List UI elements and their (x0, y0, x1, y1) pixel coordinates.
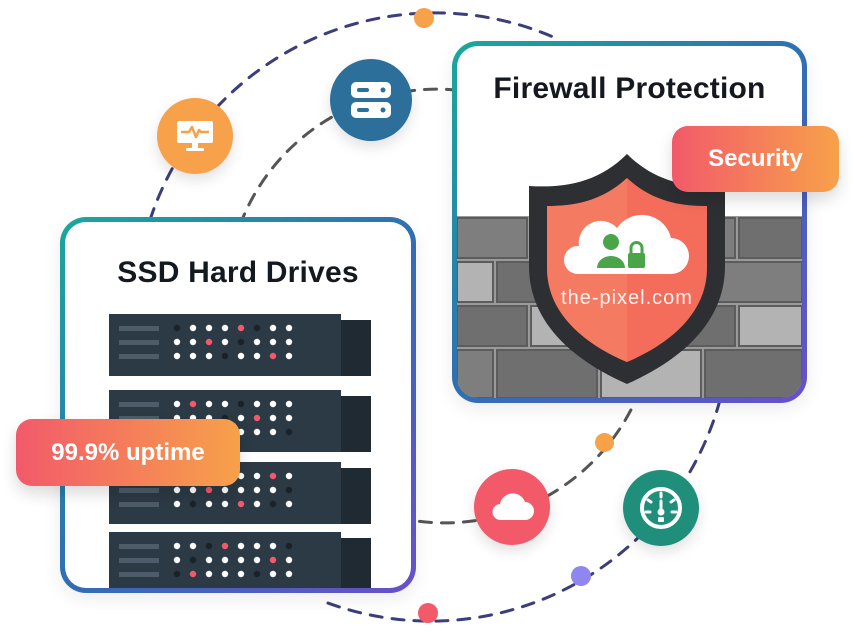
cloud-icon (492, 493, 534, 521)
firewall-protection-card: Firewall Protection (452, 41, 807, 403)
server-unit (109, 314, 371, 376)
ssd-card-title: SSD Hard Drives (117, 256, 359, 289)
inner-dashed-orbit (238, 87, 457, 227)
outer-dashed-orbit-lower (318, 398, 722, 623)
security-badge: Security (672, 126, 839, 192)
watermark-text: the-pixel.com (561, 287, 693, 309)
monitor-icon-badge (157, 98, 233, 174)
monitor-pulse-icon (177, 121, 213, 151)
server-unit (109, 532, 371, 588)
orbit-dot-purple (571, 566, 591, 586)
cloud-icon-badge (474, 469, 550, 545)
firewall-card-title: Firewall Protection (493, 72, 766, 105)
orbit-dot-red (418, 603, 438, 623)
server-rack-illustration (109, 314, 371, 588)
speedometer-icon-badge (623, 470, 699, 546)
server-icon-badge (330, 59, 412, 141)
orbit-dot-orange-right (595, 433, 614, 452)
uptime-badge: 99.9% uptime (16, 419, 240, 486)
server-icon (351, 82, 391, 118)
security-badge-label: Security (708, 145, 803, 172)
cloud-user-lock-icon (563, 214, 689, 274)
uptime-badge-label: 99.9% uptime (51, 438, 205, 466)
orbit-dot-orange-top (414, 8, 434, 28)
firewall-illustration: the-pixel.com (457, 154, 802, 398)
speedometer-icon (640, 487, 682, 529)
ssd-hard-drives-card: SSD Hard Drives (60, 217, 416, 593)
